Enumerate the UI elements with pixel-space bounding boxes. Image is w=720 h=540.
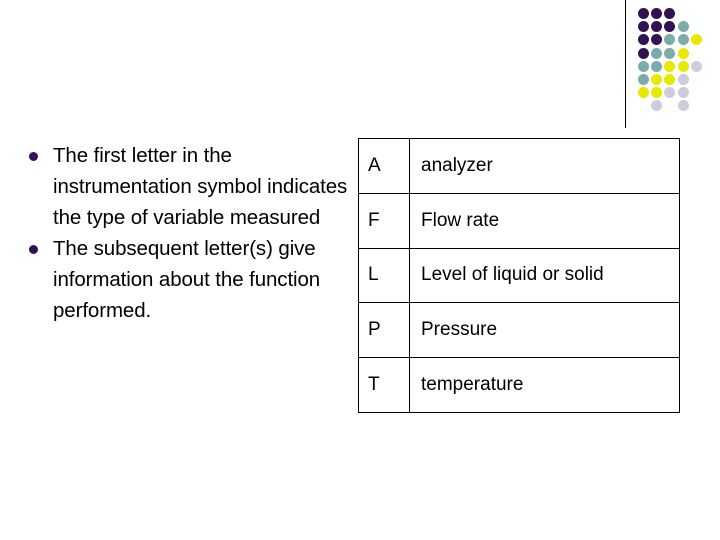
motif-dot-purple xyxy=(638,47,649,59)
legend-meaning: Level of liquid or solid xyxy=(409,247,680,304)
motif-dot-purple xyxy=(638,34,649,46)
motif-dot-teal xyxy=(677,21,689,33)
vertical-divider-rule xyxy=(625,0,626,128)
table-row: P Pressure xyxy=(358,302,680,359)
table-row: T temperature xyxy=(358,357,680,413)
motif-dot-teal xyxy=(651,60,663,72)
motif-dot-purple xyxy=(638,8,649,19)
bullet-item-2: The subsequent letter(s) give informatio… xyxy=(26,233,348,326)
motif-dot-lavender xyxy=(677,100,689,112)
legend-meaning: Flow rate xyxy=(409,192,680,249)
motif-dot-teal xyxy=(664,34,676,46)
legend-meaning: Pressure xyxy=(409,302,680,359)
legend-symbol: T xyxy=(358,357,410,413)
motif-dot-purple xyxy=(651,34,663,46)
bullet-dot-icon xyxy=(29,245,38,254)
motif-dot-teal xyxy=(677,34,689,46)
table-row: F Flow rate xyxy=(358,192,680,249)
motif-dot-lavender xyxy=(664,87,676,99)
dot-grid-motif xyxy=(638,8,720,124)
legend-symbol: L xyxy=(358,247,410,304)
motif-dot-yellow xyxy=(664,74,676,85)
motif-dot-purple xyxy=(638,21,649,33)
bullet-dot-icon xyxy=(29,152,38,161)
motif-dot-teal xyxy=(638,60,649,72)
motif-dot-purple xyxy=(664,21,676,33)
legend-meaning: temperature xyxy=(409,357,680,413)
bullet-list: The first letter in the instrumentation … xyxy=(26,140,348,326)
legend-symbol: F xyxy=(358,192,410,249)
table-row: L Level of liquid or solid xyxy=(358,247,680,304)
motif-dot-lavender xyxy=(690,60,702,72)
motif-dot-yellow xyxy=(677,60,689,72)
motif-dot-purple xyxy=(664,8,676,19)
motif-dot-yellow xyxy=(651,74,663,85)
instrumentation-letter-legend: A analyzer F Flow rate L Level of liquid… xyxy=(358,138,680,413)
motif-dot-purple xyxy=(651,21,663,33)
motif-dot-lavender xyxy=(677,87,689,99)
motif-dot-purple xyxy=(651,8,663,19)
motif-dot-lavender xyxy=(677,74,689,85)
bullet-item-2-text: The subsequent letter(s) give informatio… xyxy=(53,237,321,322)
bullet-item-1: The first letter in the instrumentation … xyxy=(26,140,348,233)
motif-dot-lavender xyxy=(651,100,663,112)
legend-meaning: analyzer xyxy=(409,138,680,194)
motif-dot-teal xyxy=(664,47,676,59)
motif-dot-yellow xyxy=(677,47,689,59)
table-row: A analyzer xyxy=(358,138,680,194)
motif-dot-yellow xyxy=(651,87,663,99)
motif-dot-teal xyxy=(638,74,649,85)
legend-symbol: P xyxy=(358,302,410,359)
motif-dot-yellow xyxy=(664,60,676,72)
legend-symbol: A xyxy=(358,138,410,194)
motif-dot-teal xyxy=(651,47,663,59)
legend-table-body: A analyzer F Flow rate L Level of liquid… xyxy=(358,138,680,413)
motif-dot-yellow xyxy=(690,34,702,46)
motif-dot-yellow xyxy=(638,87,649,99)
bullet-item-1-text: The first letter in the instrumentation … xyxy=(53,144,348,229)
